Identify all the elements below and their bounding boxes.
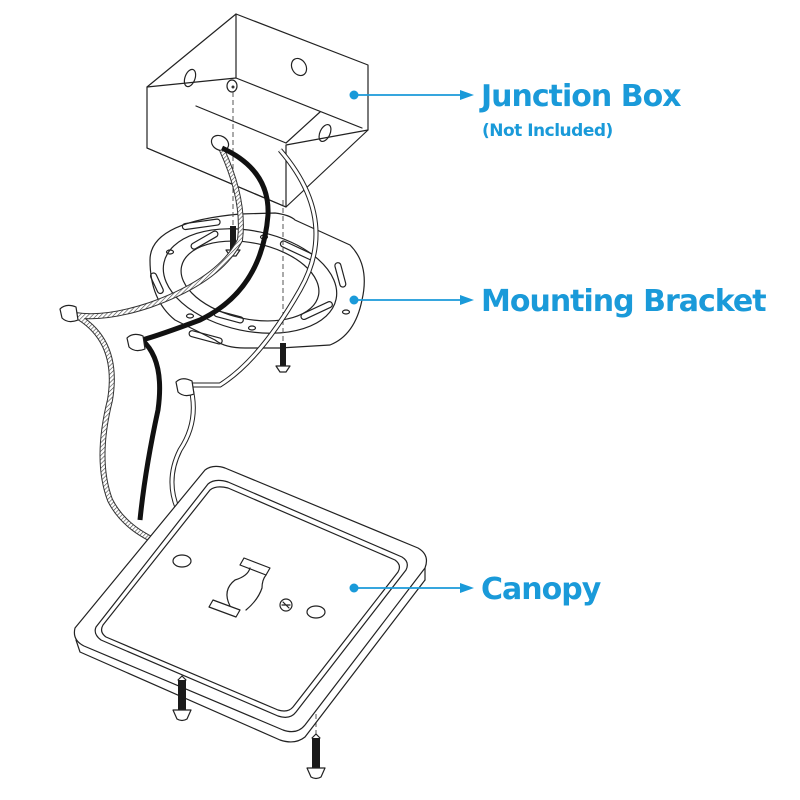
callout-junction-box: Junction Box (Not Included)	[349, 79, 682, 141]
arrow-right-icon	[460, 295, 474, 305]
canopy-mount-plate	[208, 557, 271, 618]
callout-label: Junction Box	[479, 79, 681, 114]
neutral-wire	[169, 148, 319, 511]
bracket-screw-bottom	[275, 343, 291, 373]
ground-symbol-icon	[279, 598, 293, 612]
callout-label: Mounting Bracket	[481, 284, 766, 319]
callout-mounting-bracket: Mounting Bracket	[349, 284, 767, 319]
canopy-screw-right	[306, 733, 326, 780]
callout-sublabel: (Not Included)	[482, 121, 613, 141]
junction-box	[146, 13, 369, 208]
arrow-right-icon	[460, 90, 474, 100]
arrow-right-icon	[460, 583, 474, 593]
callout-label: Canopy	[481, 572, 602, 607]
ground-wire	[59, 148, 244, 548]
canopy-screw-left	[172, 675, 192, 722]
canopy	[73, 465, 428, 743]
line-wire	[126, 145, 271, 521]
callout-canopy: Canopy	[349, 572, 603, 607]
